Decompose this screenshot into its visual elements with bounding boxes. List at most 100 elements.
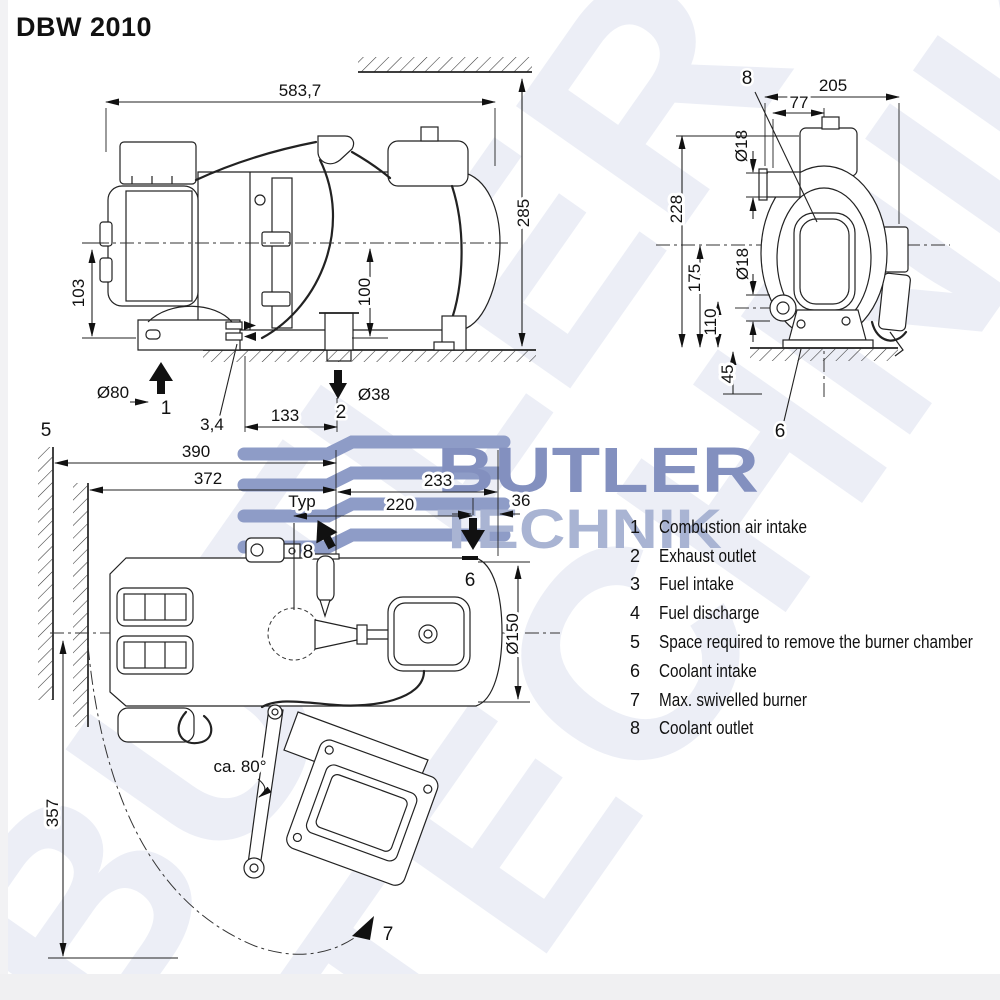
marker-removal-space: 5 bbox=[41, 420, 52, 441]
hose-loop bbox=[260, 158, 334, 340]
legend-item-label: Coolant intake bbox=[659, 660, 757, 681]
mounting-plate bbox=[387, 596, 471, 672]
dim-outlet-to-end: 233 bbox=[424, 471, 452, 490]
scan-edge-left bbox=[0, 0, 8, 1000]
hose-to-tank bbox=[350, 150, 392, 180]
legend-item: 7 Max. swivelled burner bbox=[630, 686, 1000, 715]
dim-mid-height: 175 bbox=[685, 264, 704, 292]
legend: 1 Combustion air intake 2 Exhaust outlet… bbox=[630, 513, 1000, 743]
ground-hatch bbox=[203, 349, 536, 362]
coolant-outlet-tube bbox=[311, 553, 340, 619]
heater-bottom-body bbox=[109, 523, 503, 745]
dim-typ-to-intake: 220 bbox=[386, 495, 414, 514]
swivel-arrowhead bbox=[352, 916, 374, 940]
legend-item: 6 Coolant intake bbox=[630, 657, 1000, 686]
dim-wall-total: 390 bbox=[182, 442, 210, 461]
pivot-bracket bbox=[245, 537, 285, 563]
end-view-dimensions: 8 205 77 Ø18 228 175 110 bbox=[664, 66, 900, 445]
legend-item-number: 5 bbox=[630, 632, 641, 653]
flow-arrow-coolant-intake bbox=[461, 518, 485, 560]
dim-stub-bottom-diameter: Ø18 bbox=[733, 248, 752, 280]
legend-item-label: Combustion air intake bbox=[659, 516, 807, 537]
control-unit bbox=[119, 141, 197, 185]
burner-door bbox=[793, 212, 856, 311]
rear-foot bbox=[433, 315, 467, 351]
wall-hatch-outer bbox=[38, 447, 54, 700]
legend-item-number: 1 bbox=[630, 516, 641, 537]
dim-overall-height: 285 bbox=[514, 199, 533, 227]
dim-end-width: 205 bbox=[819, 76, 847, 95]
dim-body-diameter: Ø150 bbox=[503, 613, 522, 655]
legend-item-label: Max. swivelled burner bbox=[659, 689, 807, 710]
marker-max-swivel: 7 bbox=[383, 924, 394, 945]
flow-arrow-intake bbox=[149, 362, 173, 394]
legend-item: 1 Combustion air intake bbox=[630, 513, 1000, 542]
butler-technik-logo: BUTLER TECHNIK bbox=[237, 434, 759, 560]
tank-cap bbox=[420, 126, 439, 142]
legend-item: 5 Space required to remove the burner ch… bbox=[630, 628, 1000, 657]
side-view-dimensions: 583,7 285 103 Ø80 1 3,4 133 bbox=[66, 78, 536, 437]
logo-text-line2: TECHNIK bbox=[437, 497, 722, 560]
dim-fuel-offset: 3,4 bbox=[200, 415, 224, 434]
legend-item-label: Fuel intake bbox=[659, 574, 734, 595]
dim-overall-length: 583,7 bbox=[279, 81, 322, 100]
marker-coolant-intake: 6 bbox=[775, 421, 786, 442]
marker-combustion-air-intake: 1 bbox=[161, 398, 172, 419]
swivelled-burner bbox=[243, 704, 439, 886]
blower-motor bbox=[107, 185, 199, 307]
dim-pipe-height: 100 bbox=[355, 278, 374, 306]
expansion-tank bbox=[387, 140, 469, 187]
marker-coolant-intake-bottom: 6 bbox=[465, 570, 476, 591]
coolant-stub-upper bbox=[765, 171, 801, 198]
fuel-fittings bbox=[225, 321, 256, 341]
dim-swivel-angle: ca. 80° bbox=[213, 757, 266, 776]
bottom-view: 5 bbox=[38, 418, 560, 959]
end-view: 8 205 77 Ø18 228 175 110 bbox=[656, 66, 950, 445]
dim-exhaust-distance: 133 bbox=[271, 406, 299, 425]
hose-bottom bbox=[260, 669, 426, 709]
dim-intake-to-end: 36 bbox=[512, 491, 531, 510]
dim-intake-diameter: Ø80 bbox=[97, 383, 129, 402]
mounting-foot bbox=[788, 309, 867, 341]
fuel-pump bbox=[878, 272, 911, 332]
ceiling-hatch bbox=[358, 57, 532, 73]
legend-item-label: Fuel discharge bbox=[659, 603, 760, 624]
end-ground-hatch bbox=[750, 347, 898, 361]
legend-item: 4 Fuel discharge bbox=[630, 599, 1000, 628]
heater-end-body bbox=[758, 116, 911, 357]
logo-text-line1: BUTLER bbox=[437, 434, 759, 506]
legend-item-label: Exhaust outlet bbox=[659, 545, 756, 566]
dim-stub-top-diameter: Ø18 bbox=[732, 130, 751, 162]
intake-pedestal bbox=[137, 319, 241, 351]
legend-item-label: Space required to remove the burner cham… bbox=[659, 632, 973, 653]
dim-left-height: 103 bbox=[69, 279, 88, 307]
dim-foot-height: 45 bbox=[718, 365, 737, 384]
legend-item: 8 Coolant outlet bbox=[630, 715, 1000, 744]
dim-exhaust-diameter: Ø38 bbox=[358, 385, 390, 404]
legend-item-label: Coolant outlet bbox=[659, 718, 754, 739]
exhaust-pipe bbox=[319, 312, 359, 362]
dim-swivel-height: 357 bbox=[43, 799, 62, 827]
legend-item-number: 3 bbox=[630, 574, 641, 595]
legend-item-number: 6 bbox=[630, 660, 641, 681]
marker-coolant-outlet-bottom: 8 bbox=[303, 542, 314, 563]
scan-edge-bottom bbox=[0, 974, 1000, 1000]
marker-exhaust-outlet: 2 bbox=[336, 402, 347, 423]
legend-item: 2 Exhaust outlet bbox=[630, 542, 1000, 571]
legend-item-number: 8 bbox=[630, 718, 641, 739]
marker-coolant-outlet: 8 bbox=[742, 68, 753, 89]
dim-typ-label: Typ bbox=[288, 492, 315, 511]
flow-arrow-coolant-outlet bbox=[316, 520, 338, 550]
coolant-stub-lower bbox=[769, 294, 797, 322]
side-view: 583,7 285 103 Ø80 1 3,4 133 bbox=[66, 57, 536, 437]
fuel-connector bbox=[317, 135, 355, 165]
swivel-arc bbox=[87, 645, 367, 955]
dim-low-height: 110 bbox=[701, 308, 720, 335]
legend-item-number: 2 bbox=[630, 545, 641, 566]
wall-hatch-inner bbox=[73, 483, 89, 727]
dim-pipe-offset: 77 bbox=[790, 93, 809, 112]
flow-arrow-exhaust bbox=[329, 370, 347, 399]
mounting-strap bbox=[271, 177, 293, 329]
